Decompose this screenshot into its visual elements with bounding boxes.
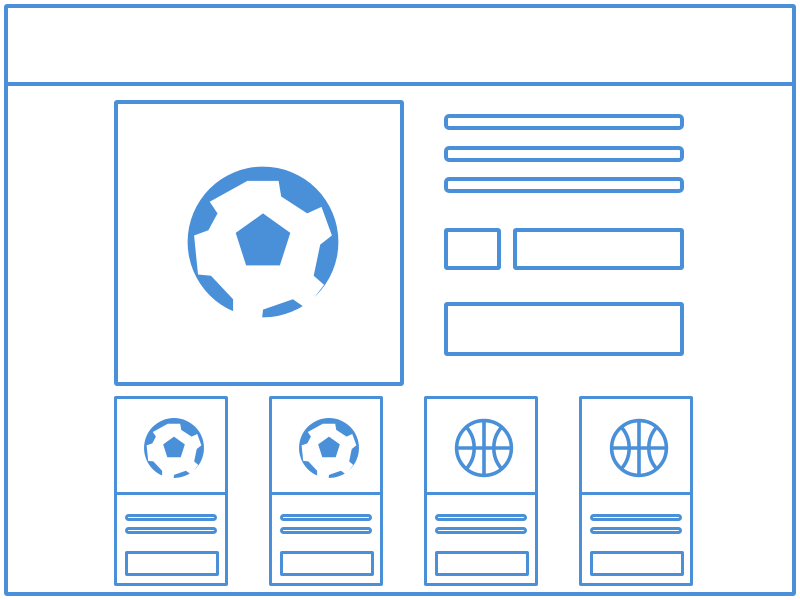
text-line-1	[444, 114, 684, 130]
card-text-line	[590, 514, 682, 521]
product-card[interactable]	[114, 396, 228, 586]
card-button[interactable]	[435, 551, 529, 576]
basketball-icon	[453, 417, 515, 479]
card-divider	[117, 492, 225, 495]
card-button[interactable]	[280, 551, 374, 576]
card-text-line	[280, 527, 372, 534]
soccer-ball-icon	[185, 164, 341, 320]
header-bar	[4, 4, 796, 86]
card-text-line	[125, 514, 217, 521]
product-image[interactable]	[114, 100, 404, 386]
card-text-line	[125, 527, 217, 534]
browser-window-frame	[4, 4, 796, 596]
card-text-line	[435, 527, 527, 534]
quantity-field[interactable]	[444, 228, 501, 270]
option-select[interactable]	[513, 228, 684, 270]
soccer-ball-icon	[143, 417, 205, 479]
card-button[interactable]	[590, 551, 684, 576]
card-divider	[582, 492, 690, 495]
card-button[interactable]	[125, 551, 219, 576]
card-text-line	[590, 527, 682, 534]
card-text-line	[435, 514, 527, 521]
card-divider	[427, 492, 535, 495]
product-card[interactable]	[424, 396, 538, 586]
product-card[interactable]	[269, 396, 383, 586]
add-to-cart-button[interactable]	[444, 302, 684, 356]
text-line-3	[444, 177, 684, 193]
soccer-ball-icon	[298, 417, 360, 479]
basketball-icon	[608, 417, 670, 479]
card-divider	[272, 492, 380, 495]
text-line-2	[444, 146, 684, 162]
product-card[interactable]	[579, 396, 693, 586]
card-text-line	[280, 514, 372, 521]
